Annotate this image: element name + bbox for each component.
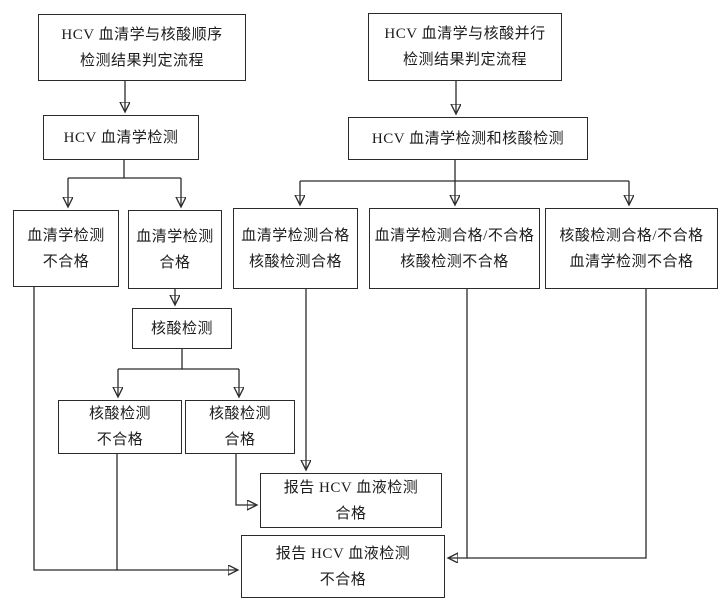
node-par-nat-fail: 血清学检测合格/不合格 核酸检测不合格 [369,208,540,289]
node-par-flow-title: HCV 血清学与核酸并行 检测结果判定流程 [368,13,562,81]
node-seq-nat-fail: 核酸检测 不合格 [58,400,182,454]
node-par-serology-fail: 核酸检测合格/不合格 血清学检测不合格 [545,208,718,289]
node-seq-flow-title: HCV 血清学与核酸顺序 检测结果判定流程 [38,14,246,81]
node-seq-serology-pass: 血清学检测 合格 [128,210,222,289]
edge-seq-nat-pass-to-report-pass [235,454,256,505]
node-report-fail: 报告 HCV 血液检测 不合格 [241,535,445,598]
edge-par-serology-fail-to-report-fail [449,289,647,558]
node-par-combined-test: HCV 血清学检测和核酸检测 [348,117,588,160]
node-seq-nat-pass: 核酸检测 合格 [185,400,295,454]
edge-seq-serology-fail-to-report-fail [33,287,237,570]
node-seq-serology-fail: 血清学检测 不合格 [13,210,119,287]
node-seq-nat-test: 核酸检测 [132,308,232,349]
node-par-both-pass: 血清学检测合格 核酸检测合格 [233,208,358,289]
node-seq-serology-test: HCV 血清学检测 [43,115,199,160]
node-report-pass: 报告 HCV 血液检测 合格 [260,473,442,528]
